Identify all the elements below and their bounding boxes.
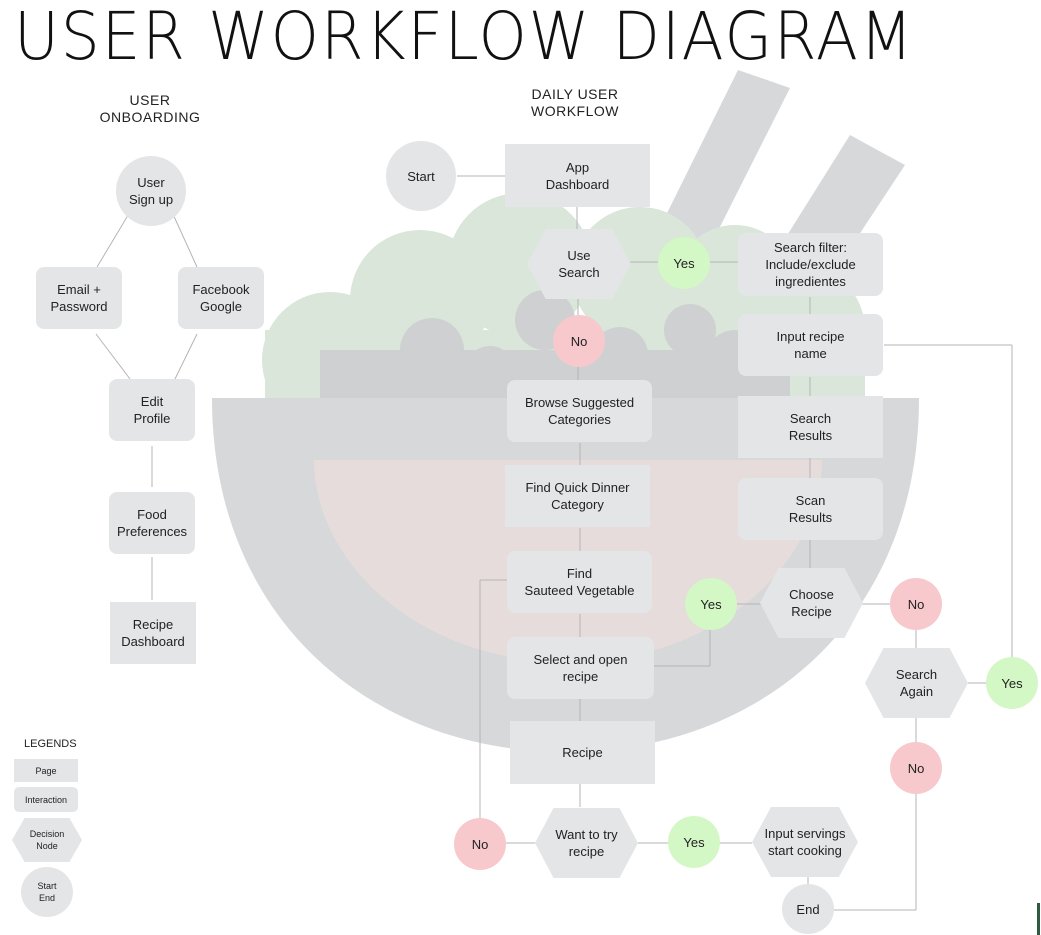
section-user-onboarding: USER ONBOARDING bbox=[99, 92, 201, 125]
node-want-to-try: Want to try recipe bbox=[535, 808, 638, 878]
node-no-try: No bbox=[454, 818, 506, 870]
node-search-results: Search Results bbox=[738, 396, 883, 458]
node-recipe: Recipe bbox=[510, 721, 655, 784]
node-edit-profile: Edit Profile bbox=[109, 379, 195, 441]
node-select-open: Select and open recipe bbox=[507, 637, 654, 699]
node-facebook-google: Facebook Google bbox=[178, 267, 264, 329]
node-find-sauteed: Find Sauteed Vegetable bbox=[507, 551, 652, 613]
node-end: End bbox=[782, 884, 834, 934]
node-browse-categories: Browse Suggested Categories bbox=[507, 380, 652, 442]
node-search-filter: Search filter: Include/exclude ingredien… bbox=[738, 233, 883, 296]
node-no-search: No bbox=[553, 315, 605, 367]
diagram-title: USER WORKFLOW DIAGRAM bbox=[14, 0, 915, 75]
legend-title: LEGENDS bbox=[24, 738, 77, 750]
node-scan-results: Scan Results bbox=[738, 478, 883, 540]
legend-interaction: Interaction bbox=[14, 787, 78, 812]
node-search-again: Search Again bbox=[865, 648, 968, 718]
veggies bbox=[320, 290, 790, 420]
node-recipe-dashboard: Recipe Dashboard bbox=[110, 602, 196, 664]
legend-start-end: Start End bbox=[21, 867, 73, 917]
legend-decision-node: Decision Node bbox=[12, 818, 82, 862]
node-no-choose: No bbox=[890, 578, 942, 630]
node-yes-try: Yes bbox=[668, 816, 720, 868]
legend-page: Page bbox=[14, 759, 78, 782]
node-input-recipe-name: Input recipe name bbox=[738, 314, 883, 376]
node-use-search: Use Search bbox=[527, 229, 631, 299]
node-input-servings: Input servings start cooking bbox=[752, 807, 858, 877]
node-yes-again: Yes bbox=[986, 657, 1038, 709]
node-no-again: No bbox=[890, 742, 942, 794]
section-daily-workflow: DAILY USER WORKFLOW bbox=[531, 86, 619, 119]
node-user-signup: User Sign up bbox=[116, 156, 186, 226]
node-food-preferences: Food Preferences bbox=[109, 492, 195, 554]
accent-bar bbox=[1037, 903, 1040, 935]
node-choose-recipe: Choose Recipe bbox=[760, 568, 863, 638]
node-yes-search: Yes bbox=[658, 237, 710, 289]
node-app-dashboard: App Dashboard bbox=[505, 144, 650, 207]
node-email-password: Email + Password bbox=[36, 267, 122, 329]
node-yes-choose: Yes bbox=[685, 578, 737, 630]
node-quick-dinner: Find Quick Dinner Category bbox=[505, 465, 650, 527]
node-start: Start bbox=[386, 141, 456, 211]
